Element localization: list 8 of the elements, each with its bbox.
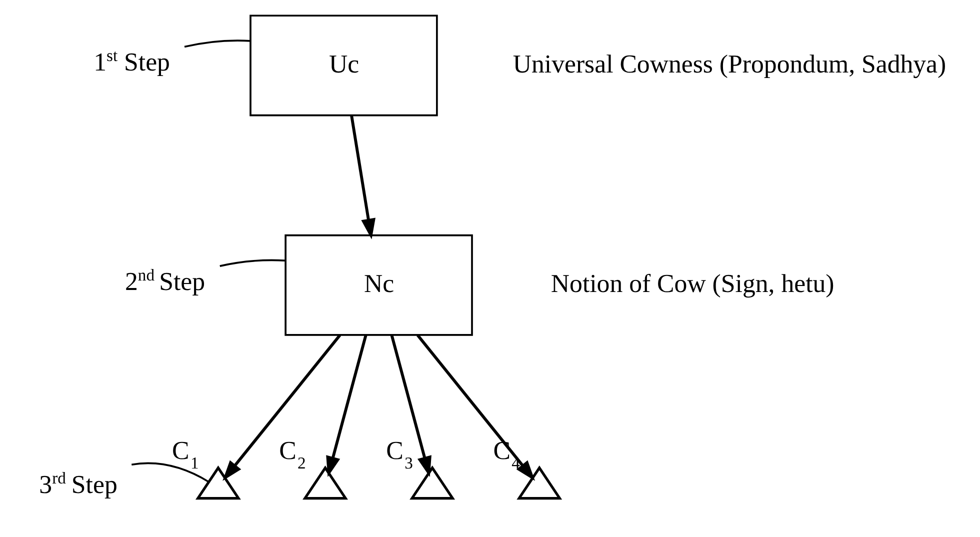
node-text: 3$^{rd}$ Step [39,468,118,500]
node-label: C$_{2}$ [279,436,306,472]
node-text: 2$^{nd}$ Step [124,266,206,296]
node-label: C$_{3}$ [386,436,413,472]
label: Notion of Cow (Sign, hetu) [550,268,834,298]
node-text: 1$^{st}$ Step [94,46,170,76]
node-label: C$_{1}$ [172,436,199,472]
label: Universal Cowness (Propondum, Sadhya) [512,49,946,78]
